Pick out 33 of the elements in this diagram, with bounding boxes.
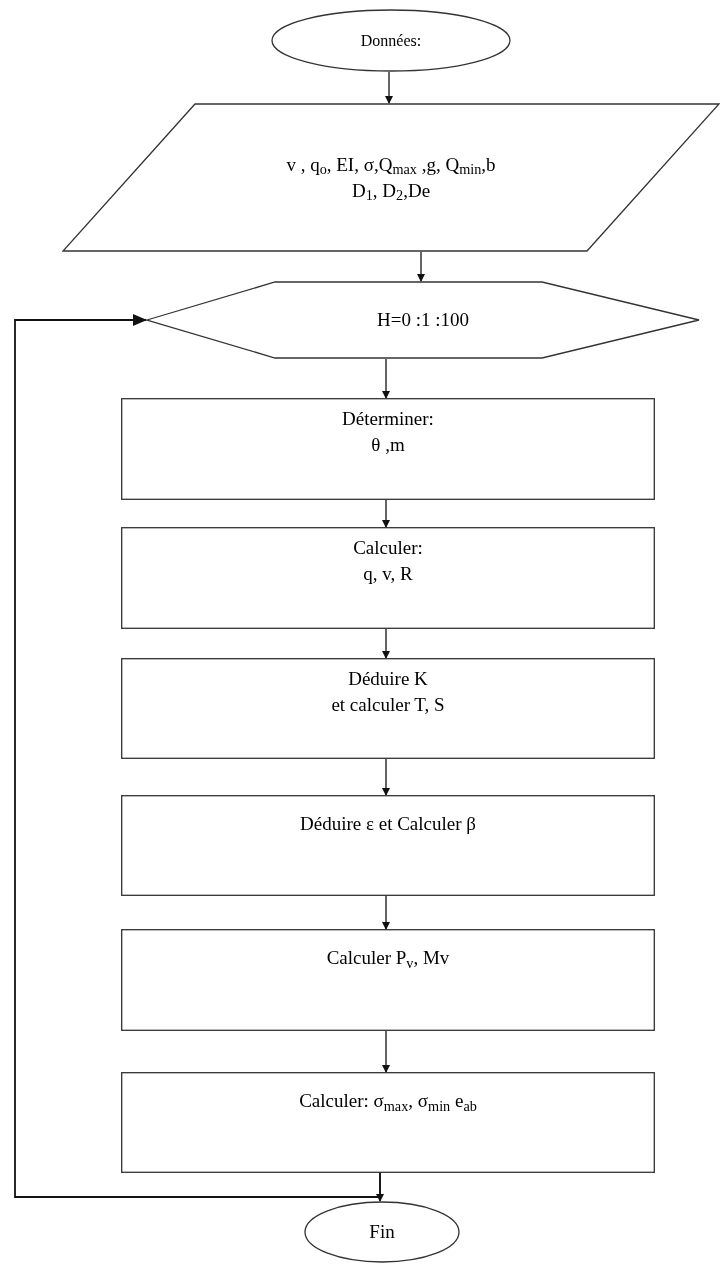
arrow [382, 895, 390, 930]
input-parallelogram [62, 103, 720, 252]
node-text: q, v, R [363, 561, 413, 586]
arrow [417, 251, 425, 282]
arrow [382, 358, 390, 399]
node-text: v , q$_{o}$, EI, σ,Q$_{max}$ ,g, Q$_{min}$,b [286, 152, 496, 178]
end-ellipse [304, 1201, 460, 1263]
node-text: θ ,m [371, 432, 405, 457]
process-box [121, 658, 655, 759]
process-box [121, 929, 655, 1031]
arrow [382, 628, 390, 659]
node-text: et calculer T, S [331, 692, 445, 717]
loop-hexagon [146, 281, 700, 359]
process-box [121, 1072, 655, 1173]
start-ellipse [271, 9, 511, 72]
node-text: Déduire K [348, 667, 428, 691]
arrow [382, 1030, 390, 1073]
node-text: Calculer P$_{v}$, Mv [326, 946, 450, 971]
arrow [382, 499, 390, 528]
arrow [382, 758, 390, 796]
node-text: Déterminer: [342, 407, 434, 431]
arrow [14, 314, 381, 1198]
node-text: Fin [369, 1220, 395, 1245]
arrow [385, 71, 393, 104]
node-text: Déduire ε et Calculer β [300, 812, 476, 836]
node-text: Calculer: [353, 536, 423, 560]
node-text: H=0 :1 :100 [377, 308, 469, 333]
node-text: Calculer: σ$_{max}$, σ$_{min}$ e$_{ab}$ [299, 1089, 477, 1114]
process-box [121, 527, 655, 629]
node-text: D$_{1}$, D$_{2}$,De [351, 178, 431, 204]
process-box [121, 398, 655, 500]
node-text: Données: [360, 30, 422, 51]
process-box [121, 795, 655, 896]
